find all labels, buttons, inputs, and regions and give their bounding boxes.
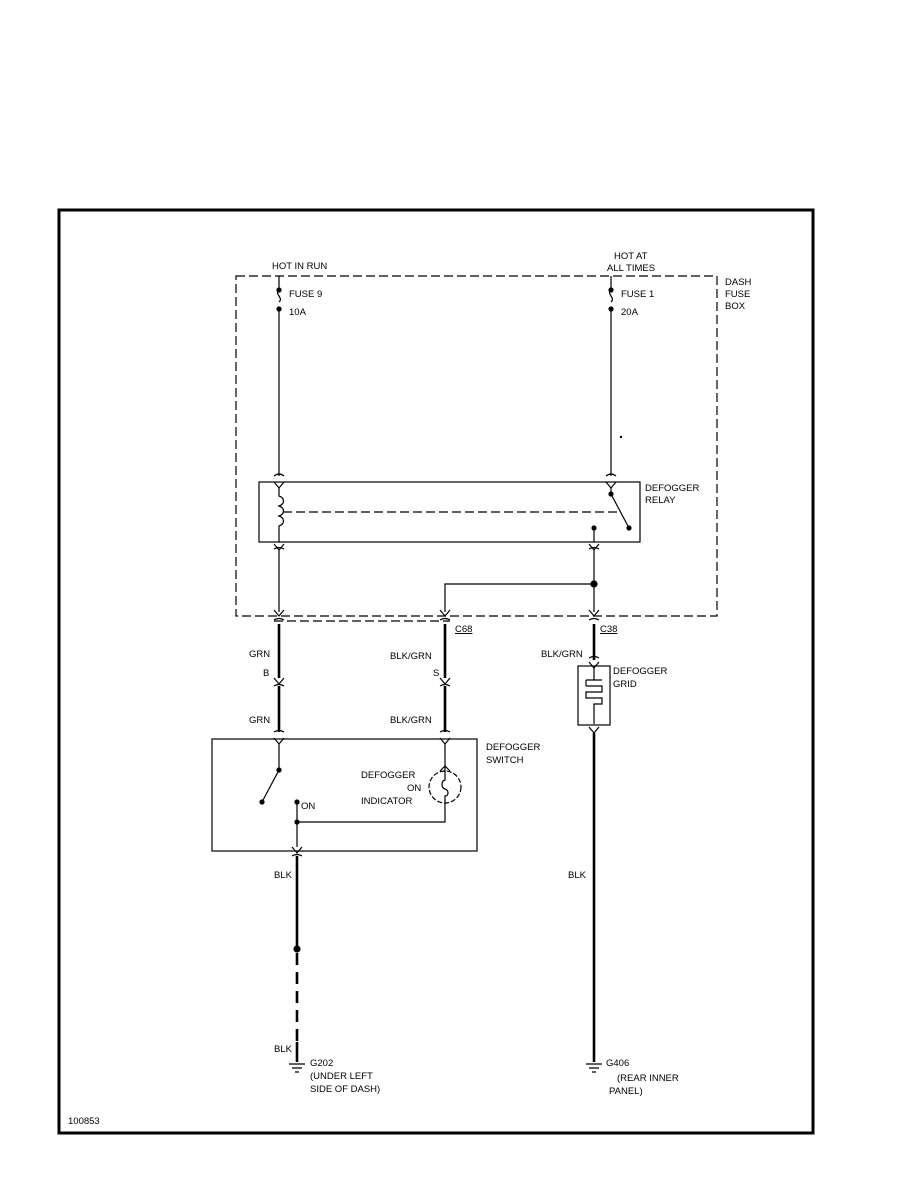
box-connector-left xyxy=(273,609,285,621)
label-c38: C38 xyxy=(600,624,617,635)
label-grid-2: GRID xyxy=(613,679,637,690)
connector-s xyxy=(439,677,451,687)
label-hot-at: HOT AT xyxy=(614,251,648,262)
defogger-grid-box xyxy=(577,665,611,726)
label-g202-desc1: (UNDER LEFT xyxy=(310,1071,373,1082)
label-dash: DASH xyxy=(725,277,752,288)
ground-g406-symbol xyxy=(586,1063,602,1073)
label-figure-id: 100853 xyxy=(68,1116,100,1127)
label-g202: G202 xyxy=(310,1058,333,1069)
relay-connector-right-bottom xyxy=(588,543,600,551)
label-grn-upper: GRN xyxy=(249,649,270,660)
label-on: ON xyxy=(301,801,315,812)
relay-switch xyxy=(591,488,632,542)
label-indicator-2: ON xyxy=(407,783,421,794)
ground-g202-symbol xyxy=(289,1063,305,1073)
label-g406: G406 xyxy=(606,1058,629,1069)
dash-fuse-box-outline xyxy=(235,275,718,617)
stray-dot xyxy=(619,435,623,439)
defogger-on-indicator xyxy=(428,744,462,807)
label-blk-grn-upper: BLK/GRN xyxy=(390,651,432,662)
label-indicator-1: DEFOGGER xyxy=(361,770,416,781)
grid-element xyxy=(585,668,603,724)
splice-ground xyxy=(293,945,301,953)
connector-b xyxy=(273,677,285,687)
label-fuse: FUSE xyxy=(725,289,750,300)
label-blk-ground: BLK xyxy=(274,1044,293,1055)
label-fuse9-rating: 10A xyxy=(289,307,307,318)
box-connector-c68 xyxy=(439,609,451,621)
label-fuse1-rating: 20A xyxy=(621,307,639,318)
label-hot-in-run: HOT IN RUN xyxy=(272,261,327,272)
fuse-9 xyxy=(276,287,282,312)
label-fuse9-name: FUSE 9 xyxy=(289,289,322,300)
label-relay-1: DEFOGGER xyxy=(645,483,700,494)
label-blk-grn-lower: BLK/GRN xyxy=(390,715,432,726)
label-relay-2: RELAY xyxy=(645,495,676,506)
label-all-times: ALL TIMES xyxy=(607,263,655,274)
label-blk-switch: BLK xyxy=(274,870,293,881)
relay-connector-left-bottom xyxy=(273,543,285,551)
label-g406-desc2: PANEL) xyxy=(609,1086,643,1097)
switch-connector-left xyxy=(273,729,285,745)
wire-to-c68 xyxy=(444,583,594,612)
switch-connector-bottom xyxy=(291,846,303,857)
grid-connector-bottom xyxy=(588,726,600,734)
label-blk-grn-grid: BLK/GRN xyxy=(541,649,583,660)
switch-connector-right xyxy=(439,729,451,745)
switch-contacts xyxy=(259,744,446,847)
label-box: BOX xyxy=(725,301,746,312)
diagram-frame xyxy=(57,208,815,1135)
fuse-1 xyxy=(608,287,614,312)
label-switch-1: DEFOGGER xyxy=(486,742,541,753)
label-fuse1-name: FUSE 1 xyxy=(621,289,654,300)
label-grn-lower: GRN xyxy=(249,715,270,726)
label-pin-b: B xyxy=(263,668,269,679)
relay-connector-left-top xyxy=(273,473,285,489)
relay-coil xyxy=(277,488,285,542)
defogger-switch-box xyxy=(211,738,478,852)
defogger-relay-box xyxy=(258,481,641,543)
label-g406-desc1: (REAR INNER xyxy=(617,1073,679,1084)
label-c68: C68 xyxy=(455,624,472,635)
label-switch-2: SWITCH xyxy=(486,755,524,766)
box-connector-c38 xyxy=(588,609,600,621)
label-pin-s: S xyxy=(433,668,439,679)
label-indicator-3: INDICATOR xyxy=(361,796,413,807)
label-g202-desc2: SIDE OF DASH) xyxy=(310,1084,380,1095)
label-grid-1: DEFOGGER xyxy=(613,666,668,677)
label-blk-grid: BLK xyxy=(568,870,587,881)
relay-connector-right-top xyxy=(605,473,617,489)
